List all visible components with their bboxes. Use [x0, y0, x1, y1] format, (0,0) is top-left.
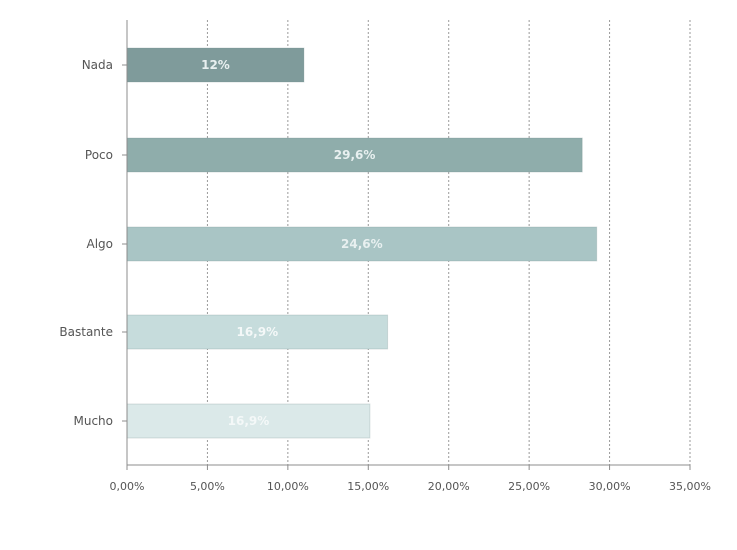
x-tick-label: 10,00%: [267, 480, 309, 493]
x-tick-label: 20,00%: [428, 480, 470, 493]
bars: [126, 47, 598, 439]
x-tick-label: 30,00%: [589, 480, 631, 493]
x-tick-label: 0,00%: [110, 480, 145, 493]
labels: 0,00% 5,00% 10,00% 15,00% 20,00% 25,00% 30,00%…: [59, 58, 711, 493]
bar-algo: [126, 226, 598, 262]
bar-mucho: [126, 403, 371, 439]
category-label: Nada: [82, 58, 113, 72]
data-label: 24,6%: [341, 237, 383, 251]
category-label: Poco: [85, 148, 113, 162]
x-tick-label: 5,00%: [190, 480, 225, 493]
data-label: 29,6%: [334, 148, 376, 162]
bar-bastante: [126, 314, 389, 350]
x-tick-label: 35,00%: [669, 480, 711, 493]
category-label: Algo: [86, 237, 113, 251]
bar-nada: [126, 47, 305, 83]
x-tick-label: 15,00%: [347, 480, 389, 493]
bar-poco: [126, 137, 583, 173]
x-tick-label: 25,00%: [508, 480, 550, 493]
category-label: Bastante: [59, 325, 113, 339]
data-label: 12%: [201, 58, 230, 72]
data-label: 16,9%: [236, 325, 278, 339]
data-label: 16,9%: [228, 414, 270, 428]
axes: [122, 20, 691, 470]
category-label: Mucho: [73, 414, 113, 428]
